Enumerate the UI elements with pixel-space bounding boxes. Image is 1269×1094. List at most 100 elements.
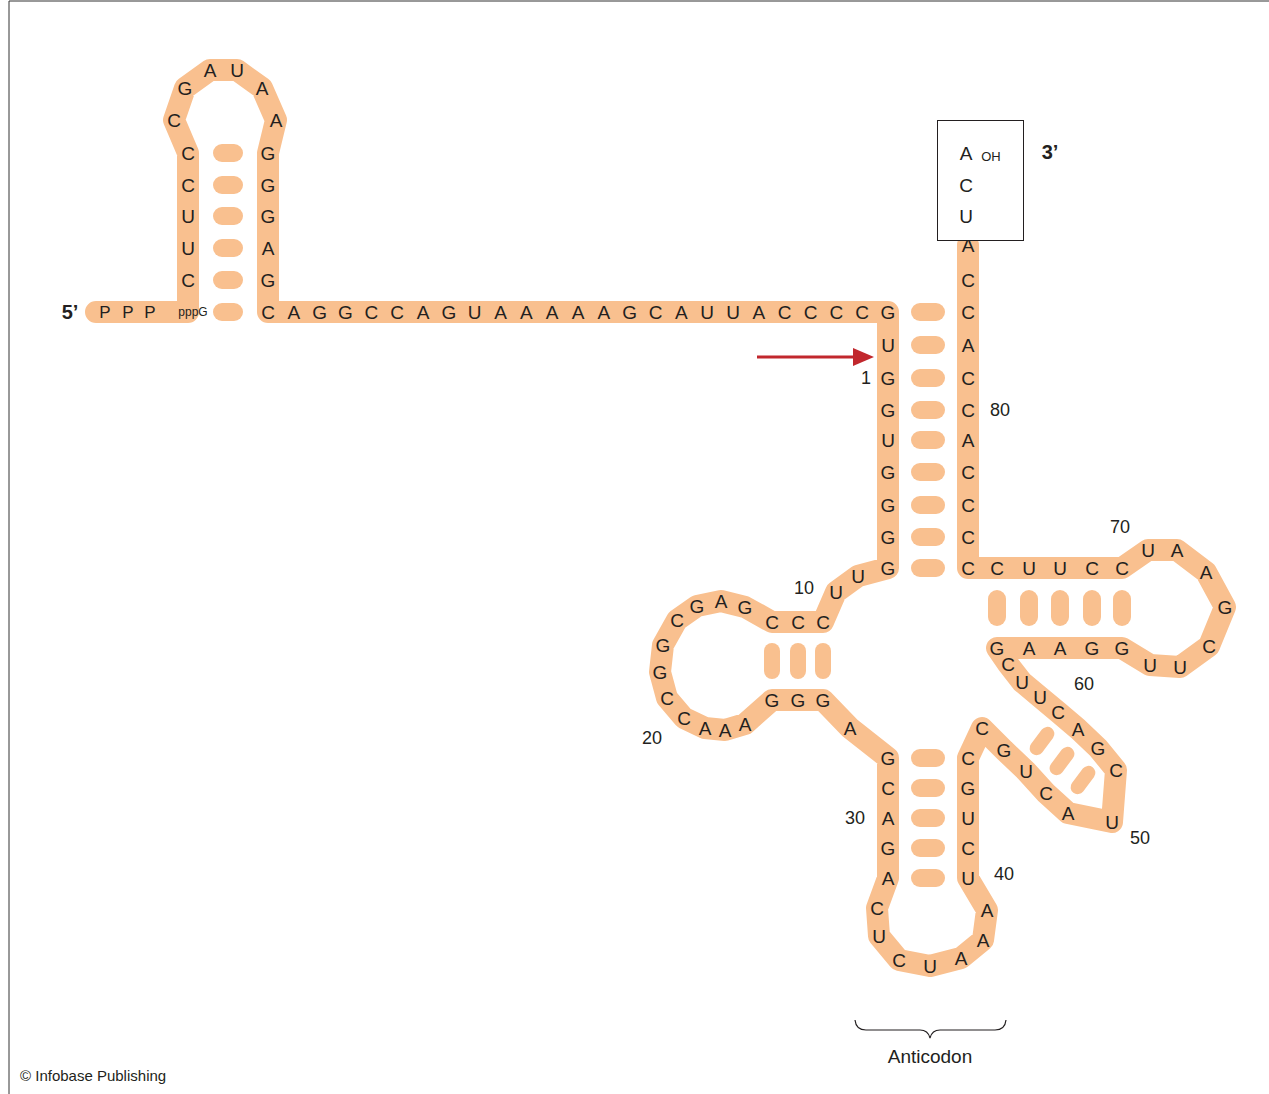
nucleotide: A [675,303,688,322]
base-pair-bar [911,749,945,767]
nucleotide: C [1109,761,1123,780]
phosphate: P [122,304,133,321]
nucleotide: U [1022,559,1036,578]
position-number: 40 [994,865,1014,883]
nucleotide: U [1143,656,1157,675]
nucleotide: U [961,869,975,888]
nucleotide: G [881,496,896,515]
nucleotide: C [961,463,975,482]
nucleotide: G [765,691,780,710]
nucleotide: C [959,176,973,195]
nucleotide: C [670,611,684,630]
nucleotide: G [338,303,353,322]
nucleotide: C [961,369,975,388]
base-pair-bar [764,643,780,679]
nucleotide: U [1173,658,1187,677]
nucleotide: C [816,613,830,632]
nucleotide: C [961,496,975,515]
nucleotide: C [881,779,895,798]
nucleotide: G [261,176,276,195]
nucleotide: C [1085,559,1099,578]
base-pair-bar [911,809,945,827]
nucleotide: C [975,719,989,738]
nucleotide: A [204,61,217,80]
nucleotide: C [855,303,869,322]
nucleotide: C [660,689,674,708]
nucleotide: U [1019,762,1033,781]
nucleotide: U [872,927,886,946]
base-pair-bar [911,369,945,387]
nucleotide: C [961,839,975,858]
nucleotide: U [1053,559,1067,578]
nucleotide: A [262,239,275,258]
base-pair-bar [213,271,243,289]
nucleotide: U [1015,673,1029,692]
nucleotide: C [961,271,975,290]
nucleotide: C [181,271,195,290]
triphosphate-g: pppG [178,306,207,318]
nucleotide: U [923,957,937,976]
nucleotide: G [261,144,276,163]
nucleotide: A [752,303,765,322]
base-pair-bar [988,590,1006,626]
nucleotide: U [181,207,195,226]
base-pair-bar [911,839,945,857]
base-pair-bar [911,496,945,514]
nucleotide: C [181,176,195,195]
region-label: Anticodon [888,1047,973,1066]
nucleotide: A [256,79,269,98]
nucleotide: A [1171,541,1184,560]
nucleotide: U [959,207,973,226]
nucleotide: A [417,303,430,322]
nucleotide: G [312,303,327,322]
nucleotide: C [961,528,975,547]
nucleotide: A [715,592,728,611]
nucleotide: G [261,271,276,290]
nucleotide: A [1072,720,1085,739]
nucleotide: C [1039,784,1053,803]
nucleotide: U [700,303,714,322]
nucleotide: C [1202,637,1216,656]
base-pair-bar [1047,744,1077,778]
nucleotide: A [1062,804,1075,823]
nucleotide: A [1200,563,1213,582]
nucleotide: A [494,303,507,322]
nucleotide: U [961,809,975,828]
position-number: 30 [845,809,865,827]
nucleotide: U [468,303,482,322]
base-pair-bar [213,144,243,162]
nucleotide: U [181,239,195,258]
nucleotide: C [181,144,195,163]
position-number: 70 [1110,518,1130,536]
base-pair-bar [911,559,945,577]
nucleotide: A [1054,639,1067,658]
nucleotide: A [520,303,533,322]
nucleotide: C [990,559,1004,578]
base-pair-bar [911,779,945,797]
cleavage-arrow [757,356,856,359]
nucleotide: C [261,303,275,322]
nucleotide: G [997,741,1012,760]
rna-backbone [96,70,1225,966]
nucleotide: C [390,303,404,322]
nucleotide: U [726,303,740,322]
nucleotide: A [844,719,857,738]
nucleotide: C [649,303,663,322]
nucleotide: C [804,303,818,322]
nucleotide: C [829,303,843,322]
nucleotide: G [653,663,668,682]
base-pair-bar [1051,590,1069,626]
hydroxyl-subscript: OH [981,150,1001,163]
nucleotide: C [765,613,779,632]
nucleotide: G [881,369,896,388]
nucleotide: G [1085,639,1100,658]
nucleotide: A [962,431,975,450]
frame-line [9,1,1269,1094]
base-pair-bar [911,336,945,354]
nucleotide: G [441,303,456,322]
position-number: 60 [1074,675,1094,693]
nucleotide: G [881,303,896,322]
nucleotide: U [1033,688,1047,707]
